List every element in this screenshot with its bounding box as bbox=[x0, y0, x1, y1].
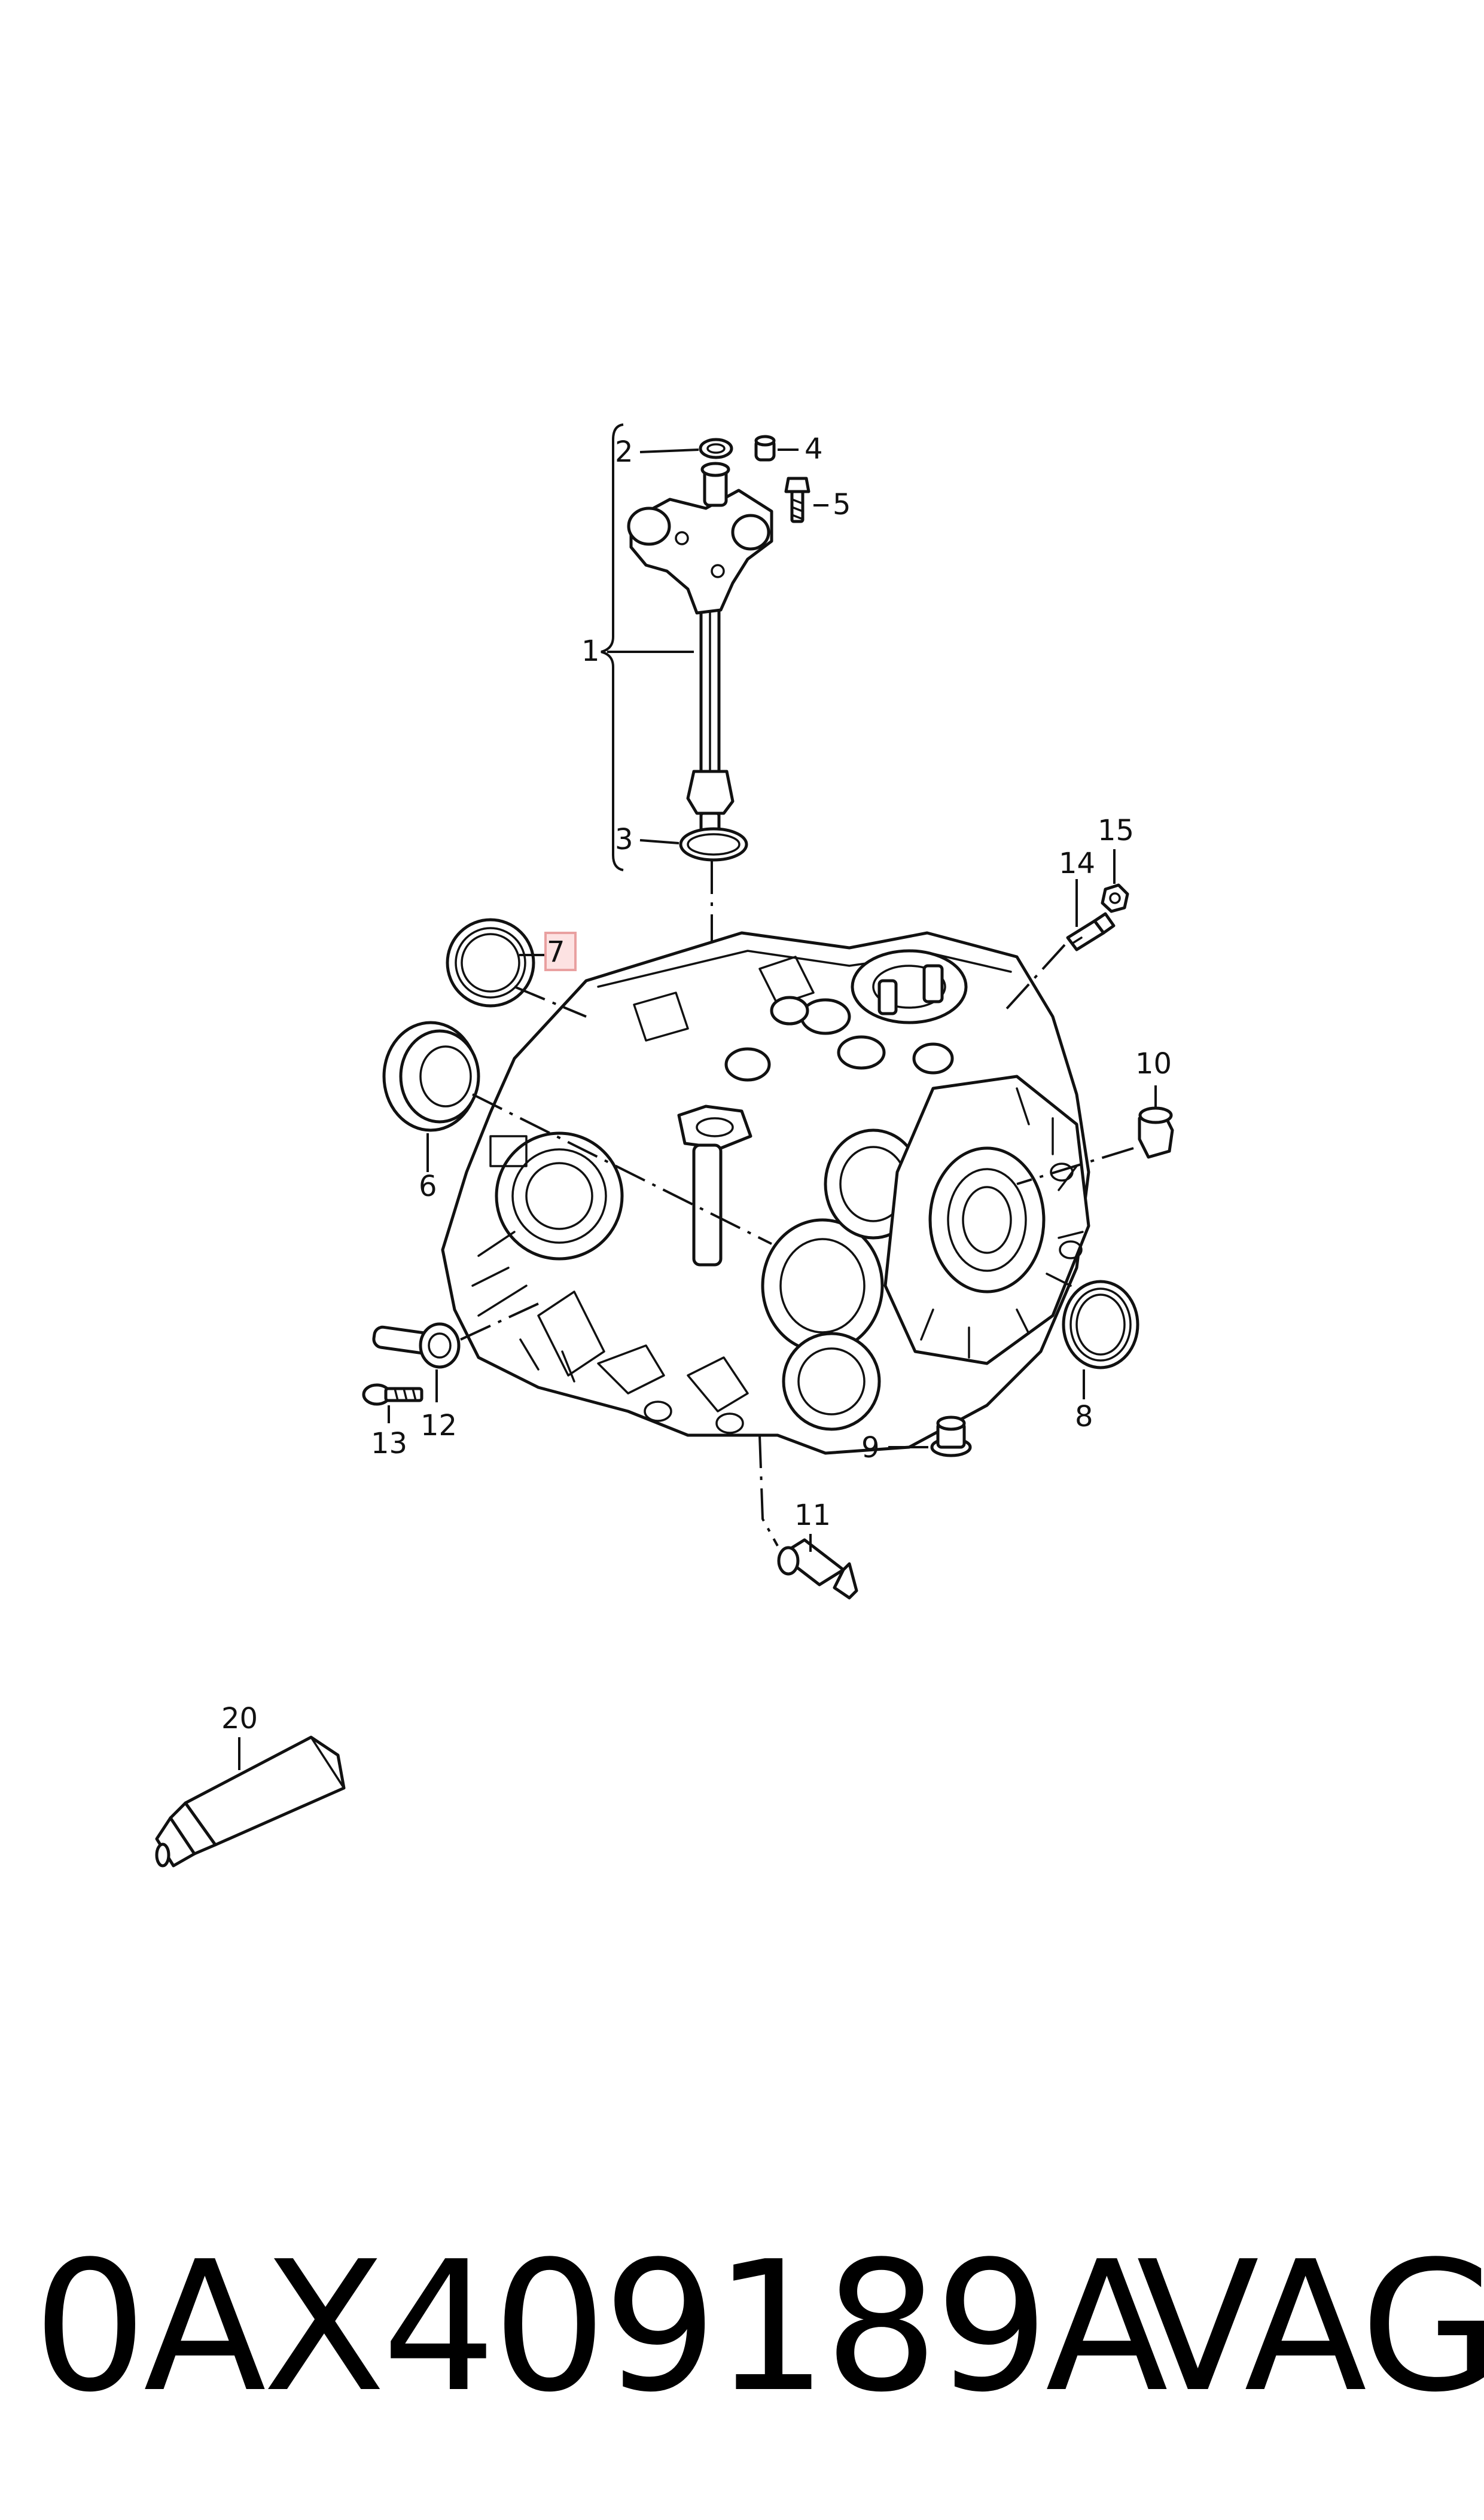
axis-line-12 bbox=[460, 1302, 539, 1341]
sensor-switch-11 bbox=[777, 1538, 858, 1600]
axis-line-7 bbox=[514, 986, 587, 1018]
sealant-tube-20 bbox=[155, 1735, 346, 1868]
callout-1: 1 bbox=[581, 634, 600, 668]
callout-6: 6 bbox=[419, 1170, 437, 1203]
bolt-5 bbox=[784, 477, 810, 523]
callout-20: 20 bbox=[221, 1702, 258, 1735]
nut-15 bbox=[1101, 883, 1129, 913]
axis-line-6 bbox=[472, 1093, 772, 1245]
callout-3: 3 bbox=[615, 823, 633, 856]
seal-ring-7 bbox=[446, 918, 535, 1008]
brand-name: VAG bbox=[1136, 2223, 1484, 2431]
leader-lines bbox=[238, 449, 1157, 1770]
callout-15: 15 bbox=[1098, 814, 1134, 847]
selector-shaft-assembly bbox=[627, 462, 773, 833]
callout-10: 10 bbox=[1135, 1047, 1172, 1081]
axis-line-10 bbox=[1016, 1147, 1134, 1185]
callout-14: 14 bbox=[1059, 847, 1095, 880]
callout-9: 9 bbox=[861, 1431, 880, 1465]
drain-plug-9 bbox=[930, 1415, 972, 1457]
callout-7: 7 bbox=[547, 935, 565, 969]
callout-7-highlight bbox=[544, 932, 577, 971]
callout-4: 4 bbox=[805, 432, 823, 466]
callout-2: 2 bbox=[615, 435, 633, 469]
seal-ring-2 bbox=[699, 438, 733, 459]
oil-seal-6 bbox=[382, 1021, 480, 1132]
screw-13 bbox=[362, 1383, 423, 1406]
part-number: 0AX409189A bbox=[33, 2223, 1169, 2431]
callout-11: 11 bbox=[794, 1499, 831, 1532]
o-ring-3 bbox=[679, 827, 748, 862]
group-bracket bbox=[601, 423, 624, 871]
gearbox-housing bbox=[441, 931, 1090, 1455]
callout-8: 8 bbox=[1075, 1400, 1093, 1433]
plug-10 bbox=[1138, 1106, 1174, 1159]
callout-13: 13 bbox=[371, 1427, 407, 1460]
seal-ring-8 bbox=[1062, 1280, 1139, 1369]
axis-line-11 bbox=[758, 1435, 779, 1546]
stud-14 bbox=[1066, 912, 1116, 951]
cap-4 bbox=[754, 435, 776, 462]
callout-5: 5 bbox=[833, 488, 851, 521]
callout-12: 12 bbox=[420, 1409, 457, 1442]
axis-line-14 bbox=[1004, 944, 1066, 1012]
sensor-12 bbox=[372, 1322, 461, 1369]
